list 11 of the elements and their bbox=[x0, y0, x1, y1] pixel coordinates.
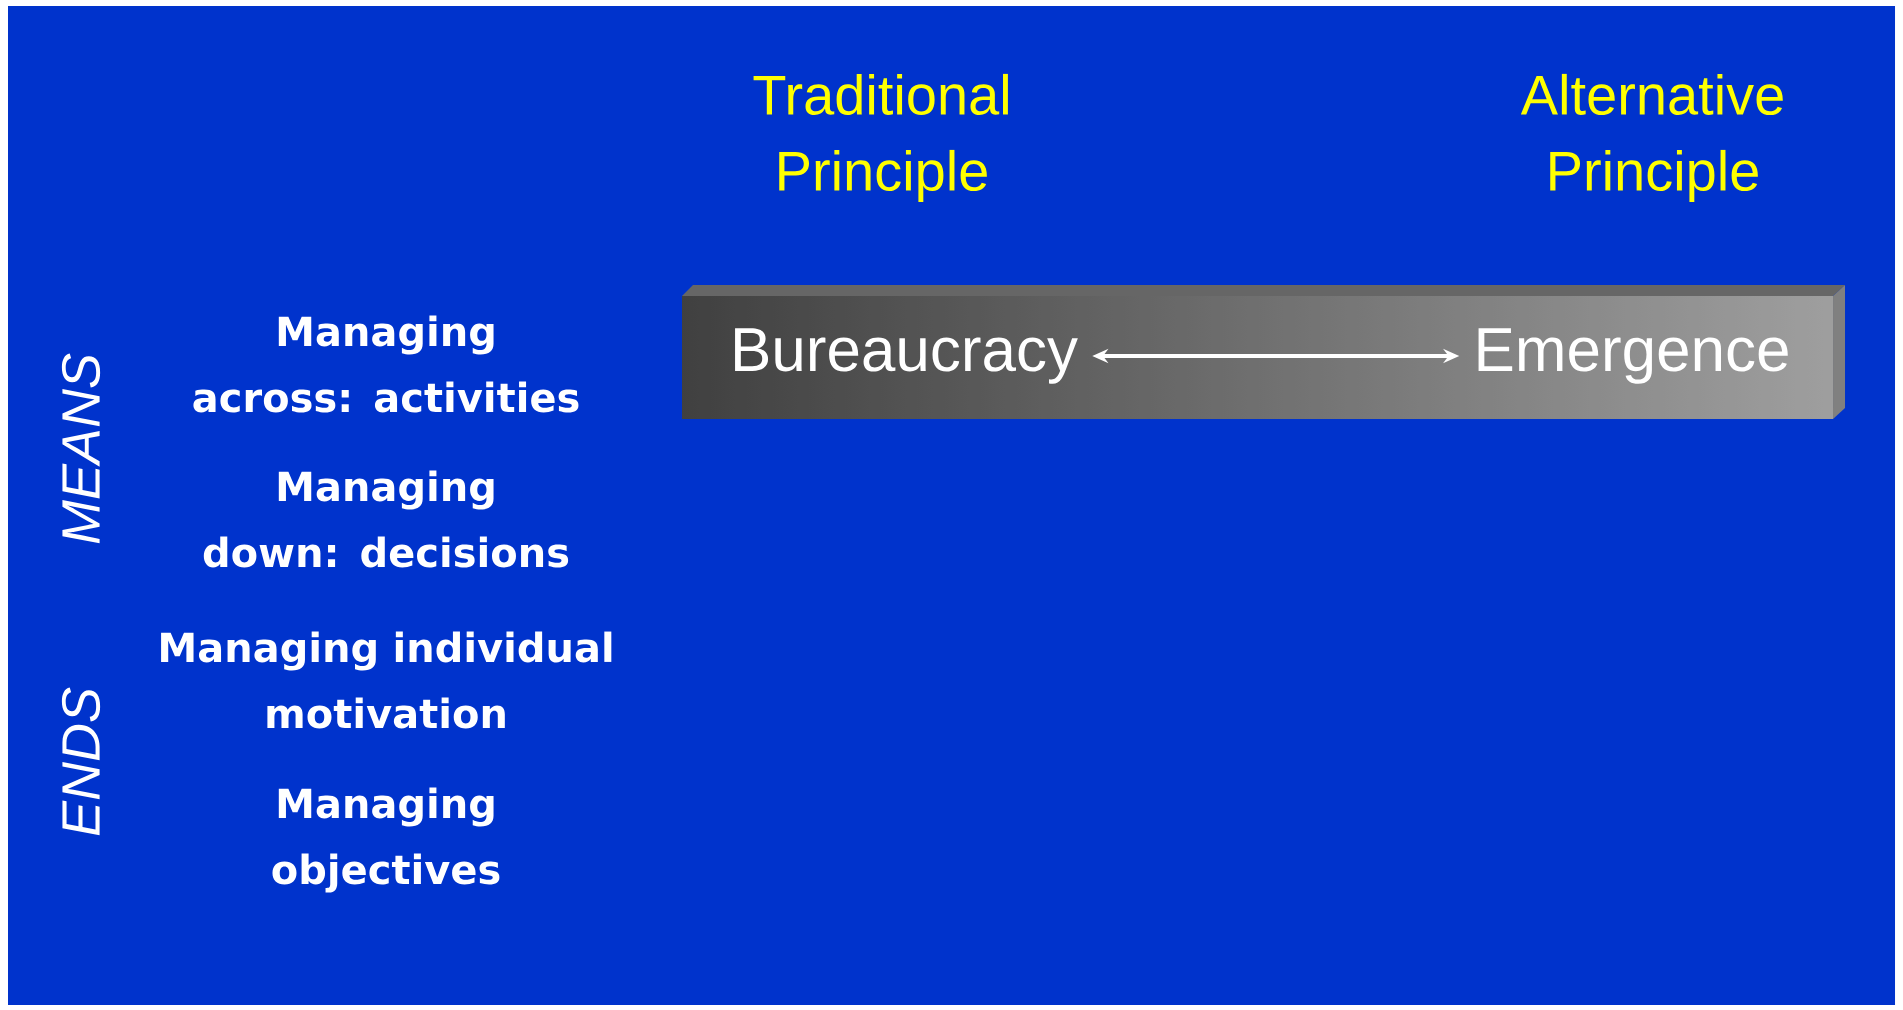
row-label: Managing individual motivation bbox=[161, 631, 612, 729]
heading: Alternative Principle bbox=[1520, 73, 1783, 203]
row-label: Managing down: decisions bbox=[203, 470, 569, 568]
heading: Traditional Principle bbox=[753, 73, 1008, 203]
row-label: Managing across: activities bbox=[193, 315, 579, 413]
side-label: ENDS bbox=[61, 687, 101, 836]
bar-label: Bureaucracy bbox=[735, 328, 1078, 384]
row-label: Managing objectives bbox=[272, 787, 500, 893]
gradient-bar bbox=[682, 285, 1845, 419]
bar-label: Emergence bbox=[1478, 328, 1788, 384]
side-label: MEANS bbox=[61, 353, 101, 544]
